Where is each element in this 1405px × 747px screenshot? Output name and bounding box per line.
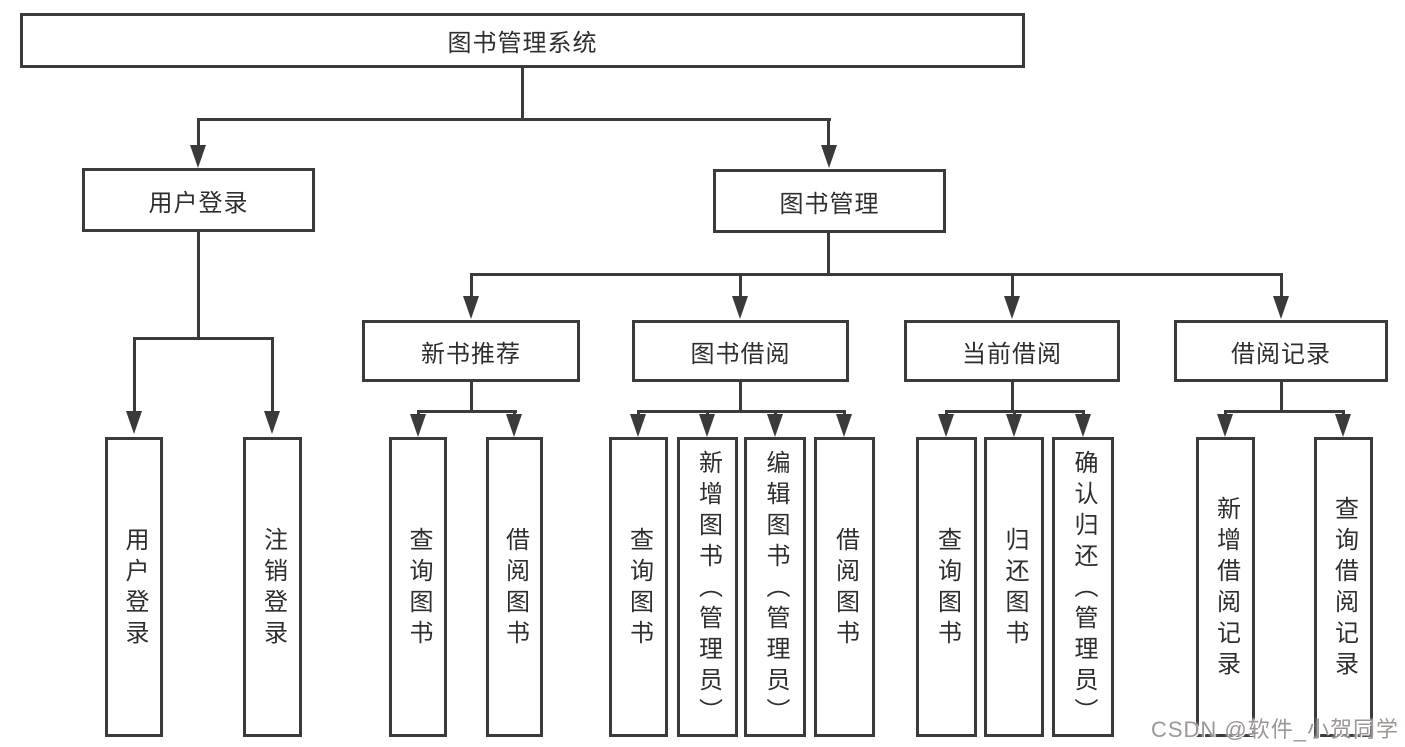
arrow-down-icon	[410, 414, 426, 437]
connector-arrow-shaft	[1280, 273, 1283, 299]
connector-user-login-rail	[133, 337, 274, 340]
arrow-down-icon	[938, 414, 954, 437]
leaf-add-borrow-record: 新增借阅记录	[1196, 437, 1255, 737]
leaf-query-borrow-record: 查询借阅记录	[1314, 437, 1373, 737]
node-book-borrow: 图书借阅	[632, 320, 849, 382]
arrow-down-icon	[821, 145, 837, 168]
connector-arrow-shaft-book-management	[827, 118, 830, 148]
arrow-down-icon	[699, 414, 715, 437]
leaf-current-query-books: 查询图书	[916, 437, 977, 737]
leaf-borrow-query-books: 查询图书	[609, 437, 668, 737]
connector-arrow-shaft	[1011, 273, 1014, 299]
arrow-down-icon	[264, 411, 280, 434]
arrow-down-icon	[1075, 414, 1091, 437]
connector-root-stem	[521, 68, 524, 118]
leaf-new-book-query-books: 查询图书	[389, 437, 447, 737]
arrow-down-icon	[126, 411, 142, 434]
connector-new-book-rail	[417, 410, 517, 413]
connector-arrow-shaft	[133, 337, 136, 413]
arrow-down-icon	[630, 414, 646, 437]
node-current-borrow: 当前借阅	[904, 320, 1120, 382]
arrow-down-icon	[767, 414, 783, 437]
leaf-return-books: 归还图书	[984, 437, 1044, 737]
arrow-down-icon	[463, 296, 479, 319]
connector-arrow-shaft	[470, 273, 473, 299]
arrow-down-icon	[836, 414, 852, 437]
leaf-user-login: 用户登录	[105, 437, 163, 737]
connector-book-management-stem	[827, 233, 830, 273]
leaf-borrow-books: 借阅图书	[814, 437, 875, 737]
leaf-new-book-borrow-books: 借阅图书	[486, 437, 543, 737]
node-book-management: 图书管理	[713, 169, 946, 233]
connector-root-rail	[197, 118, 831, 121]
connector-book-borrow-stem	[739, 382, 742, 412]
connector-borrow-record-rail	[1224, 410, 1345, 413]
leaf-edit-books-admin: 编辑图书（管理员）	[744, 437, 806, 737]
arrow-down-icon	[190, 145, 206, 168]
arrow-down-icon	[1273, 296, 1289, 319]
connector-arrow-shaft	[271, 337, 274, 413]
leaf-logout: 注销登录	[243, 437, 302, 737]
connector-book-borrow-rail	[637, 410, 846, 413]
csdn-watermark: CSDN @软件_小贺同学	[1150, 717, 1399, 742]
arrow-down-icon	[1004, 296, 1020, 319]
node-library-management-system: 图书管理系统	[20, 13, 1025, 68]
node-borrow-record: 借阅记录	[1174, 320, 1388, 382]
leaf-confirm-return-admin: 确认归还（管理员）	[1052, 437, 1114, 737]
connector-new-book-stem	[470, 382, 473, 412]
node-new-book-recommend: 新书推荐	[362, 320, 580, 382]
arrow-down-icon	[732, 296, 748, 319]
connector-arrow-shaft	[739, 273, 742, 299]
node-user-login: 用户登录	[82, 168, 315, 232]
connector-borrow-record-stem	[1280, 382, 1283, 412]
arrow-down-icon	[1006, 414, 1022, 437]
connector-current-borrow-stem	[1011, 382, 1014, 412]
connector-arrow-shaft-user-login	[197, 118, 200, 148]
leaf-add-books-admin: 新增图书（管理员）	[677, 437, 738, 737]
arrow-down-icon	[1335, 414, 1351, 437]
connector-user-login-stem	[197, 232, 200, 337]
arrow-down-icon	[506, 414, 522, 437]
arrow-down-icon	[1217, 414, 1233, 437]
connector-book-management-rail	[470, 273, 1283, 276]
